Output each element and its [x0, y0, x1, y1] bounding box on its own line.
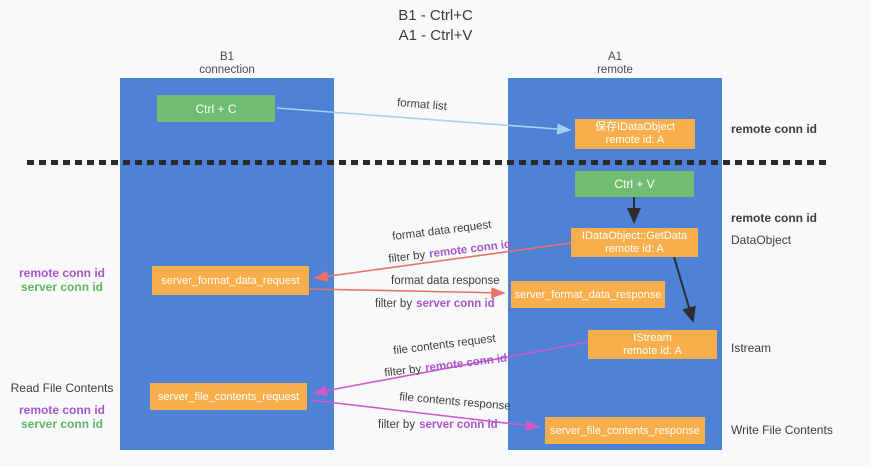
server-format-data-response-box: server_format_data_response [511, 281, 665, 308]
dataobject-label: DataObject [731, 233, 792, 247]
filter-by-text: filter by [378, 419, 416, 431]
remote-conn-id-text: remote conn id [18, 403, 105, 417]
file-contents-response-label: file contents response [398, 391, 512, 413]
file-contents-request-label: file contents request [392, 332, 497, 358]
server-format-data-request-box: server_format_data_request [152, 266, 309, 295]
save-idataobject-subtitle: remote id: A [605, 134, 665, 146]
lifeline-a1-role: remote [597, 64, 633, 76]
format-list-label: format list [396, 97, 448, 113]
filter-by-text: filter by [383, 363, 422, 380]
conn-id-note-left-2: remote conn id server conn id [8, 403, 116, 431]
istream-title: IStream [633, 331, 672, 344]
format-data-request-label: format data request [391, 218, 493, 244]
write-file-contents-label: Write File Contents [731, 423, 833, 437]
server-conn-id-text: server conn id [20, 280, 104, 294]
title-line-2: A1 - Ctrl+V [398, 27, 473, 44]
lifeline-header-b1: B1 connection [120, 51, 334, 77]
session-divider-dashed-line [27, 160, 827, 165]
lifeline-b1-role: connection [199, 64, 255, 76]
remote-conn-id-note-1: remote conn id [731, 122, 818, 136]
istream-side-label: Istream [731, 341, 772, 355]
filter-by-text: filter by [387, 249, 426, 266]
getdata-box: IDataObject::GetData remote id: A [571, 228, 698, 257]
read-file-contents-label: Read File Contents [10, 381, 114, 395]
server-conn-id-text: server conn id [419, 419, 498, 431]
remote-conn-id-note-2: remote conn id [731, 211, 818, 225]
save-idataobject-title: 保存IDataObject [594, 121, 676, 133]
format-data-response-label: format data response [391, 275, 500, 287]
remote-conn-id-text: remote conn id [424, 352, 508, 375]
server-conn-id-text: server conn id [20, 417, 104, 431]
server-file-contents-response-box: server_file_contents_response [545, 417, 705, 444]
remote-conn-id-text: remote conn id [18, 266, 105, 280]
server-conn-id-text: server conn id [416, 298, 495, 310]
lifeline-header-a1: A1 remote [508, 51, 722, 77]
getdata-title: IDataObject::GetData [581, 229, 688, 242]
title-line-1: B1 - Ctrl+C [398, 7, 473, 24]
istream-subtitle: remote id: A [623, 344, 682, 357]
conn-id-note-left-1: remote conn id server conn id [8, 266, 116, 294]
save-idataobject-box: 保存IDataObject remote id: A [575, 119, 695, 149]
arrow-format-data-response [309, 287, 506, 299]
diagram-title: B1 - Ctrl+C A1 - Ctrl+V [0, 6, 871, 46]
filter-by-text: filter by [375, 298, 413, 310]
getdata-subtitle: remote id: A [605, 242, 664, 255]
ctrl-v-box: Ctrl + V [575, 171, 694, 197]
server-file-contents-request-box: server_file_contents_request [150, 383, 307, 410]
ctrl-c-box: Ctrl + C [157, 95, 275, 122]
lifeline-a1-name: A1 [607, 51, 623, 63]
remote-conn-id-text: remote conn id [428, 238, 512, 261]
lifeline-b1-name: B1 [219, 51, 235, 63]
istream-box: IStream remote id: A [588, 330, 717, 359]
